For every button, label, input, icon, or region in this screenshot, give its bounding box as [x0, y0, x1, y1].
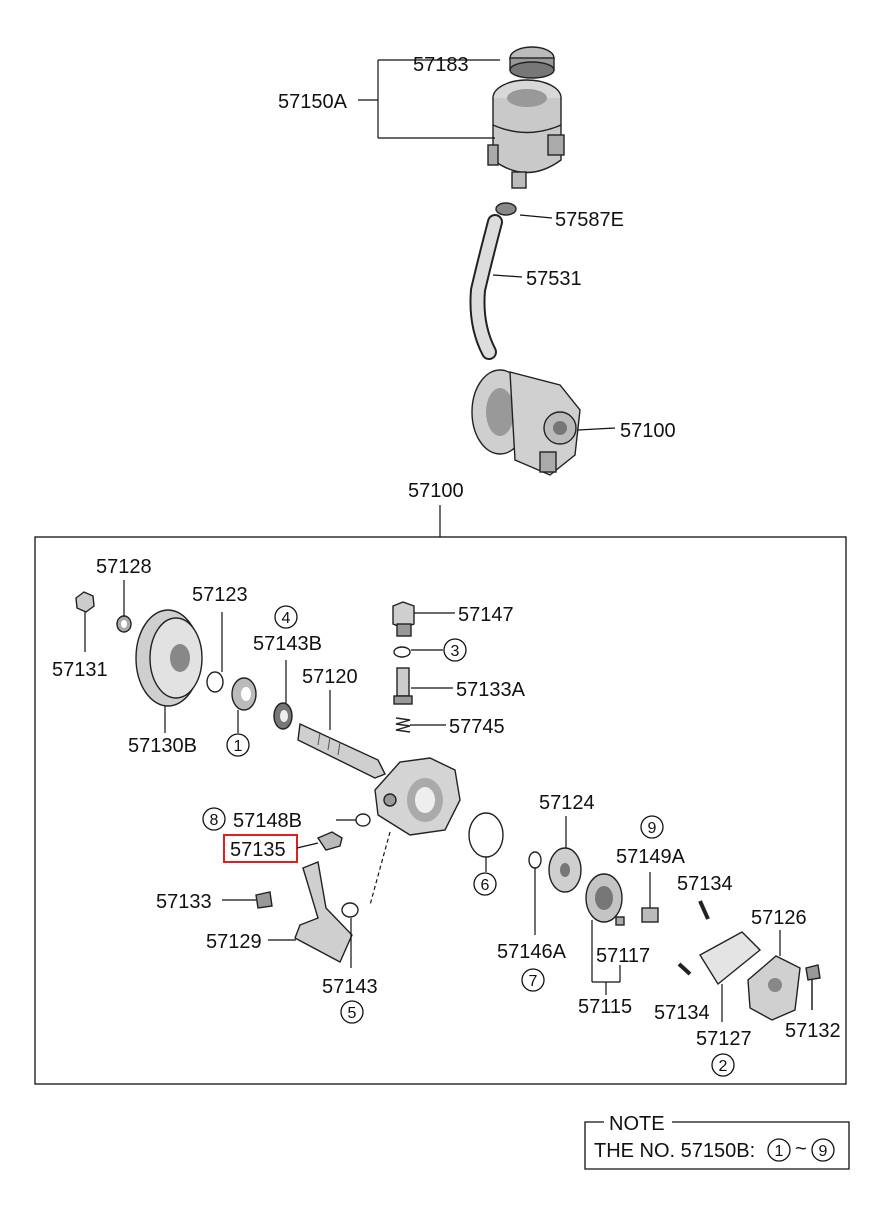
pump-assembly-illustration[interactable] — [471, 369, 581, 476]
washer-57128[interactable] — [116, 615, 132, 633]
label-57143: 57143 — [322, 976, 378, 998]
label-57745: 57745 — [449, 716, 505, 738]
circled-number-6: 6 — [473, 872, 497, 896]
pulley-57130b[interactable] — [135, 609, 203, 707]
bushing-57149a[interactable] — [641, 907, 659, 923]
note-tilde: ~ — [795, 1138, 807, 1160]
svg-text:8: 8 — [210, 812, 219, 829]
note-range-end: 9 — [819, 1143, 828, 1160]
label-57143b: 57143B — [253, 633, 322, 655]
label-57150a: 57150A — [278, 91, 348, 113]
label-57117: 57117 — [596, 945, 650, 967]
snap-ring-57123[interactable] — [206, 671, 224, 693]
label-57587e: 57587E — [555, 209, 624, 231]
label-57147: 57147 — [458, 604, 514, 626]
svg-text:2: 2 — [719, 1058, 728, 1075]
note-title: NOTE — [609, 1113, 665, 1135]
circled-number-2: 2 — [711, 1053, 735, 1077]
reservoir[interactable] — [487, 79, 565, 189]
o-ring-3[interactable] — [393, 646, 411, 658]
o-ring-8[interactable] — [355, 813, 371, 827]
cartridge-57115[interactable] — [585, 873, 623, 923]
svg-text:9: 9 — [648, 820, 657, 837]
circled-number-7: 7 — [521, 968, 545, 992]
circled-number-9: 9 — [640, 815, 664, 839]
pump-housing[interactable] — [374, 757, 461, 836]
pump-detail-frame — [34, 536, 847, 1085]
nut-57131[interactable] — [75, 591, 95, 613]
o-ring-57146a[interactable] — [528, 851, 542, 869]
note-box: NOTE THE NO. 57150B: 1 ~ 9 — [584, 1113, 850, 1170]
label-57123: 57123 — [192, 584, 248, 606]
label-57100-side: 57100 — [620, 420, 676, 442]
label-57131: 57131 — [52, 659, 108, 681]
svg-text:3: 3 — [451, 643, 460, 660]
reservoir-cap[interactable] — [509, 46, 555, 79]
label-57128: 57128 — [96, 556, 152, 578]
pin-57134-upper[interactable] — [698, 900, 710, 920]
label-57531: 57531 — [526, 268, 582, 290]
circled-number-8: 8 — [202, 807, 226, 831]
pin-57134-lower[interactable] — [677, 962, 692, 976]
label-57149a: 57149A — [616, 846, 686, 868]
circled-number-1: 1 — [226, 733, 250, 757]
label-57148b: 57148B — [233, 810, 302, 832]
label-57133: 57133 — [156, 891, 212, 913]
label-57134-lower: 57134 — [654, 1002, 710, 1024]
bearing-1[interactable] — [231, 677, 257, 711]
note-range-start: 1 — [775, 1143, 784, 1160]
circled-number-3: 3 — [443, 638, 467, 662]
svg-text:1: 1 — [234, 738, 243, 755]
fitting-57147[interactable] — [392, 601, 415, 637]
label-57100-top: 57100 — [408, 480, 464, 502]
gasket-57127[interactable] — [699, 931, 762, 986]
label-57130b: 57130B — [128, 735, 197, 757]
plate-57124[interactable] — [548, 847, 582, 893]
label-57183: 57183 — [413, 54, 469, 76]
label-57135: 57135 — [230, 839, 286, 861]
cover-57126[interactable] — [747, 955, 801, 1021]
circled-number-5: 5 — [340, 1000, 364, 1024]
svg-text:4: 4 — [282, 610, 291, 627]
valve-57133a[interactable] — [393, 667, 413, 705]
label-57126: 57126 — [751, 907, 807, 929]
label-57124: 57124 — [539, 792, 595, 814]
label-57120: 57120 — [302, 666, 358, 688]
o-ring-6[interactable] — [468, 812, 504, 858]
label-57146a: 57146A — [497, 941, 567, 963]
circled-number-4: 4 — [274, 605, 298, 629]
hose-clamp[interactable] — [495, 202, 517, 216]
svg-text:6: 6 — [481, 877, 490, 894]
shaft-57120[interactable] — [297, 722, 386, 779]
label-57115: 57115 — [578, 996, 632, 1018]
o-ring-5[interactable] — [341, 902, 359, 918]
label-57132: 57132 — [785, 1020, 841, 1042]
label-57129: 57129 — [206, 931, 262, 953]
label-57134-upper: 57134 — [677, 873, 733, 895]
svg-text:5: 5 — [348, 1005, 357, 1022]
note-text: THE NO. 57150B: — [594, 1140, 755, 1162]
bolt-57133[interactable] — [255, 891, 273, 909]
label-57127: 57127 — [696, 1028, 752, 1050]
oil-seal-57143b[interactable] — [273, 702, 293, 730]
spring-57745[interactable] — [395, 717, 411, 733]
bolt-57132[interactable] — [805, 964, 821, 1010]
label-57133a: 57133A — [456, 679, 526, 701]
pin-57117[interactable] — [615, 916, 625, 926]
bracket-57129[interactable] — [294, 861, 353, 963]
highlight-box-57135 — [223, 834, 298, 863]
svg-text:7: 7 — [529, 973, 538, 990]
bolt-57135[interactable] — [316, 831, 343, 851]
